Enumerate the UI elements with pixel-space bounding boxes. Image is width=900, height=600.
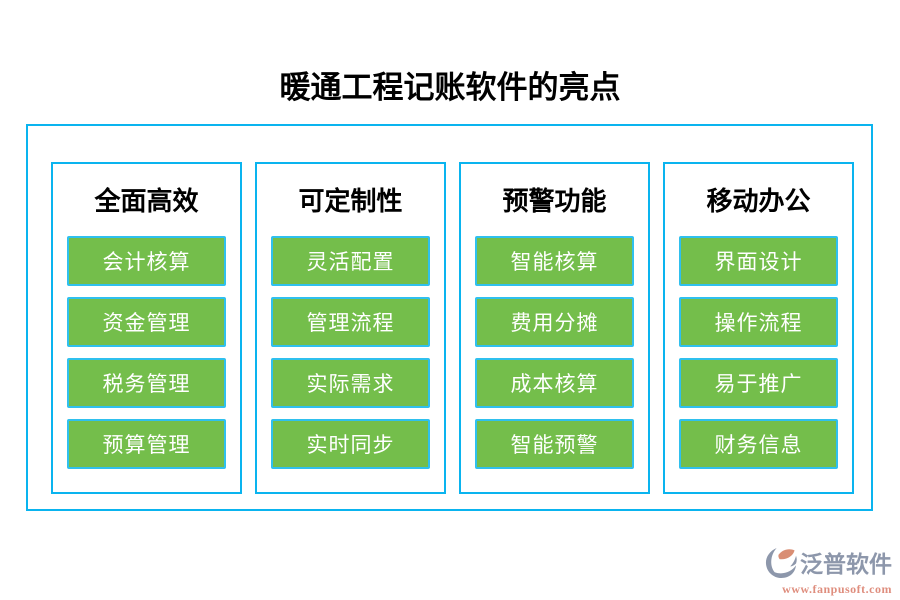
brand-url: www.fanpusoft.com (782, 582, 892, 596)
feature-item: 实时同步 (271, 419, 430, 469)
feature-item: 操作流程 (679, 297, 838, 347)
feature-item: 灵活配置 (271, 236, 430, 286)
column-header: 可定制性 (298, 187, 403, 216)
features-frame: 全面高效 会计核算 资金管理 税务管理 预算管理 可定制性 灵活配置 管理流程 … (26, 124, 873, 511)
feature-column-mobile: 移动办公 界面设计 操作流程 易于推广 财务信息 (663, 162, 854, 494)
feature-column-customizable: 可定制性 灵活配置 管理流程 实际需求 实时同步 (255, 162, 446, 494)
feature-item: 智能核算 (475, 236, 634, 286)
feature-item: 会计核算 (67, 236, 226, 286)
page-title: 暖通工程记账软件的亮点 (279, 70, 621, 105)
brand-watermark: 泛普软件 www.fanpusoft.com (764, 546, 892, 596)
feature-item: 管理流程 (271, 297, 430, 347)
feature-item: 资金管理 (67, 297, 226, 347)
feature-item: 税务管理 (67, 358, 226, 408)
brand-name: 泛普软件 (800, 552, 892, 577)
feature-item: 预算管理 (67, 419, 226, 469)
feature-item: 成本核算 (475, 358, 634, 408)
feature-item: 智能预警 (475, 419, 634, 469)
feature-column-comprehensive: 全面高效 会计核算 资金管理 税务管理 预算管理 (51, 162, 242, 494)
feature-column-warning: 预警功能 智能核算 费用分摊 成本核算 智能预警 (459, 162, 650, 494)
feature-item: 界面设计 (679, 236, 838, 286)
column-header: 全面高效 (94, 187, 199, 216)
feature-item: 财务信息 (679, 419, 838, 469)
feature-item: 易于推广 (679, 358, 838, 408)
feature-item: 实际需求 (271, 358, 430, 408)
fanpu-logo-icon (764, 546, 797, 584)
column-header: 移动办公 (706, 187, 811, 216)
feature-item: 费用分摊 (475, 297, 634, 347)
column-header: 预警功能 (502, 187, 607, 216)
